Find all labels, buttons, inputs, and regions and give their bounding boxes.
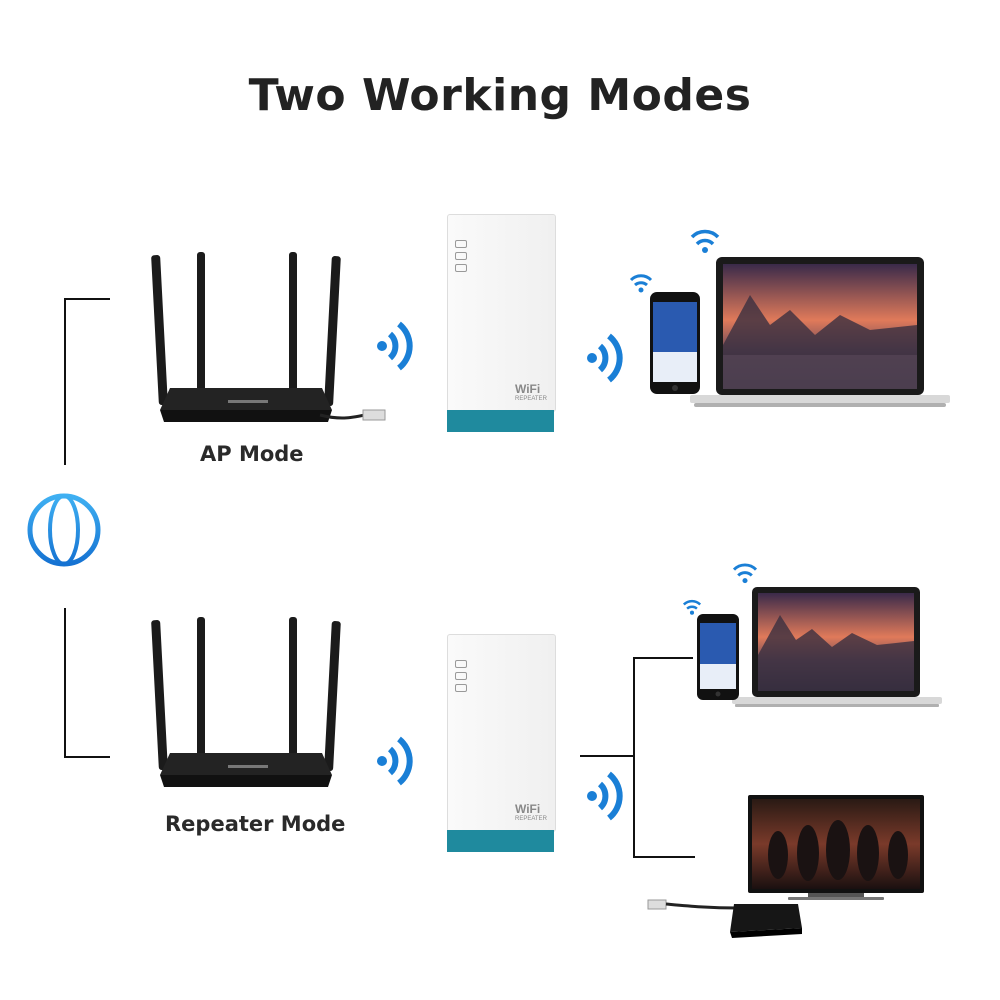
branch-bottom-h: [633, 856, 695, 858]
connector-top-v: [64, 298, 66, 465]
repeater-brand: WiFi: [515, 382, 541, 396]
repeater-brand: WiFi: [515, 802, 541, 816]
wifi-signal-icon: [587, 333, 623, 383]
repeater-brand-sub: REPEATER: [515, 816, 547, 822]
globe-icon: [27, 493, 101, 567]
branch-v: [633, 657, 635, 857]
smartphone: [697, 614, 739, 700]
ap-mode-label: AP Mode: [200, 442, 304, 466]
repeater-device: WiFi REPEATER: [447, 634, 556, 852]
wifi-signal-icon: [377, 736, 413, 786]
laptop: [690, 257, 950, 407]
wifi-icon: [629, 274, 653, 293]
laptop: [732, 587, 942, 707]
wifi-icon: [732, 563, 758, 584]
router-repeater: [151, 617, 341, 787]
repeater-device: WiFi REPEATER: [447, 214, 556, 432]
connector-bottom-v: [64, 608, 66, 758]
branch-top-h: [633, 657, 693, 659]
television: [748, 795, 924, 900]
wifi-icon: [682, 599, 702, 615]
repeater-mode-label: Repeater Mode: [165, 812, 346, 836]
page-title: Two Working Modes: [248, 70, 752, 121]
connector-bottom-h: [64, 756, 110, 758]
wifi-signal-icon: [377, 321, 413, 371]
wifi-signal-icon: [587, 771, 623, 821]
connector-top-h: [64, 298, 110, 300]
smartphone: [650, 292, 700, 394]
wifi-icon: [690, 229, 720, 253]
router-ap: [151, 252, 386, 422]
repeater-brand-sub: REPEATER: [515, 396, 547, 402]
set-top-box: [647, 899, 802, 938]
branch-h: [580, 755, 634, 757]
